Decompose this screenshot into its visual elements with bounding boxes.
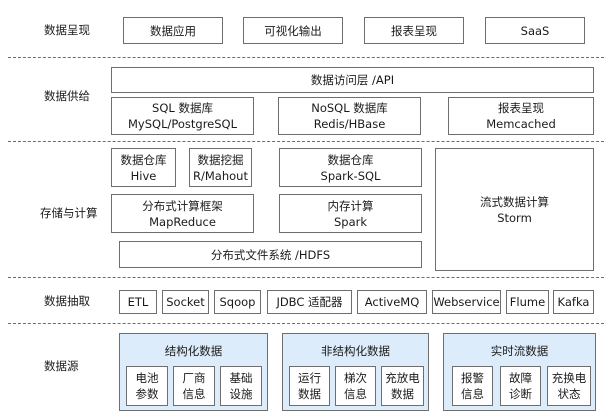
alarm-info-box: 报警 信息 [452, 366, 493, 406]
data-mining-box: 数据挖掘 R/Mahout [189, 148, 252, 187]
extraction-layer-label: 数据抽取 [44, 294, 90, 308]
sources-layer-label: 数据源 [44, 359, 79, 373]
separator-storage-extraction [8, 277, 604, 278]
socket-box: Socket [162, 290, 209, 314]
sources-layer: 数据源 结构化数据 电池 参数 厂商 信息 基础 设施 非结构化数据 运行 数据… [0, 323, 607, 417]
unstructured-data-group: 非结构化数据 运行 数据 梯次 信息 充放电 数据 [282, 333, 429, 411]
mapreduce-box: 分布式计算框架 MapReduce [111, 194, 254, 233]
infrastructure-box: 基础 设施 [220, 366, 262, 406]
sqoop-box: Sqoop [214, 290, 261, 314]
etl-box: ETL [119, 290, 157, 314]
spark-memory-compute-box: 内存计算 Spark [279, 194, 422, 233]
spark-sql-warehouse-box: 数据仓库 Spark-SQL [279, 148, 422, 187]
vendor-info-box: 厂商 信息 [173, 366, 215, 406]
webservice-box: Webservice [432, 290, 501, 314]
operation-data-box: 运行 数据 [289, 366, 330, 406]
echelon-info-box: 梯次 信息 [335, 366, 376, 406]
report-presentation-box: 报表呈现 [364, 17, 464, 44]
data-access-api-box: 数据访问层 /API [111, 67, 594, 93]
structured-data-title: 结构化数据 [164, 344, 223, 358]
supply-layer: 数据供给 数据访问层 /API SQL 数据库 MySQL/PostgreSQL… [0, 57, 607, 141]
nosql-database-box: NoSQL 数据库 Redis/HBase [278, 97, 421, 135]
report-memcached-box: 报表呈现 Memcached [448, 97, 594, 135]
separator-presentation-supply [8, 57, 604, 58]
realtime-stream-group: 实时流数据 报警 信息 故障 诊断 充换电 状态 [443, 333, 596, 411]
activemq-box: ActiveMQ [357, 290, 427, 314]
visual-output-box: 可视化输出 [243, 17, 343, 44]
storage-compute-layer: 存储与计算 数据仓库 Hive 数据挖掘 R/Mahout 数据仓库 Spark… [0, 141, 607, 277]
data-application-box: 数据应用 [123, 17, 223, 44]
kafka-box: Kafka [553, 290, 594, 314]
realtime-stream-title: 实时流数据 [490, 344, 549, 358]
fault-diagnosis-box: 故障 诊断 [500, 366, 541, 406]
storm-stream-compute-box: 流式数据计算 Storm [435, 148, 594, 271]
sql-database-box: SQL 数据库 MySQL/PostgreSQL [111, 97, 254, 135]
storage-compute-layer-label: 存储与计算 [40, 206, 98, 220]
structured-data-group: 结构化数据 电池 参数 厂商 信息 基础 设施 [119, 333, 268, 411]
saas-box: SaaS [485, 17, 585, 44]
unstructured-data-title: 非结构化数据 [321, 344, 390, 358]
supply-layer-label: 数据供给 [44, 89, 90, 103]
charge-swap-status-box: 充换电 状态 [547, 366, 591, 406]
jdbc-adapter-box: JDBC 适配器 [267, 290, 352, 314]
separator-extraction-sources [8, 323, 604, 324]
separator-supply-storage [8, 141, 604, 142]
hdfs-box: 分布式文件系统 /HDFS [119, 241, 422, 268]
presentation-layer-label: 数据呈现 [44, 23, 90, 37]
flume-box: Flume [506, 290, 549, 314]
battery-params-box: 电池 参数 [126, 366, 168, 406]
charge-discharge-data-box: 充放电 数据 [381, 366, 424, 406]
presentation-layer: 数据呈现 数据应用 可视化输出 报表呈现 SaaS [0, 0, 607, 57]
hive-warehouse-box: 数据仓库 Hive [111, 148, 176, 187]
extraction-layer: 数据抽取 ETL Socket Sqoop JDBC 适配器 ActiveMQ … [0, 277, 607, 323]
